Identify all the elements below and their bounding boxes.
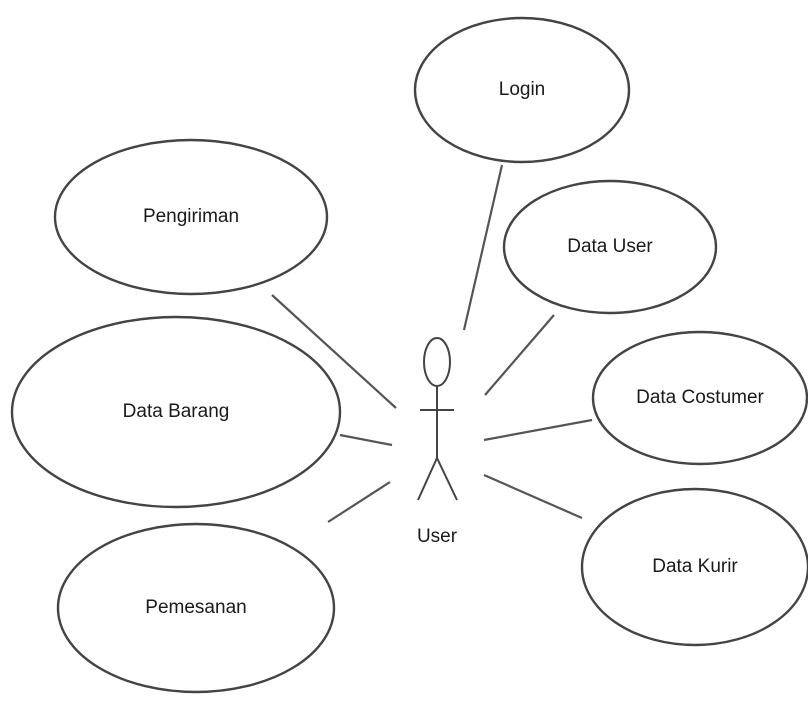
association-data-user [484,314,555,396]
use-case-label: Data Costumer [636,387,764,408]
use-case-label: Login [499,79,546,100]
use-case-label: Data Kurir [652,556,738,577]
association-data-barang [339,433,393,447]
use-case-data-costumer[interactable]: Data Costumer [591,330,808,466]
actor-right-leg [436,457,458,501]
use-case-label: Pemesanan [145,597,246,618]
use-case-data-barang[interactable]: Data Barang [10,315,342,509]
use-case-data-kurir[interactable]: Data Kurir [580,487,808,647]
association-data-kurir [483,473,583,520]
association-data-costumer [483,418,593,442]
actor-head [423,337,451,387]
use-case-pengiriman[interactable]: Pengiriman [53,138,329,296]
association-login [462,164,504,331]
use-case-label: Data User [567,236,653,257]
use-case-login[interactable]: Login [413,16,631,164]
use-case-pemesanan[interactable]: Pemesanan [56,522,336,694]
actor-user[interactable]: User [417,337,458,547]
actor-left-leg [417,457,438,501]
association-pengiriman [271,294,397,409]
use-case-label: Data Barang [123,401,230,422]
actor-label: User [417,526,458,547]
use-case-data-user[interactable]: Data User [502,179,718,315]
use-case-label: Pengiriman [143,206,239,227]
association-pemesanan [327,481,391,523]
